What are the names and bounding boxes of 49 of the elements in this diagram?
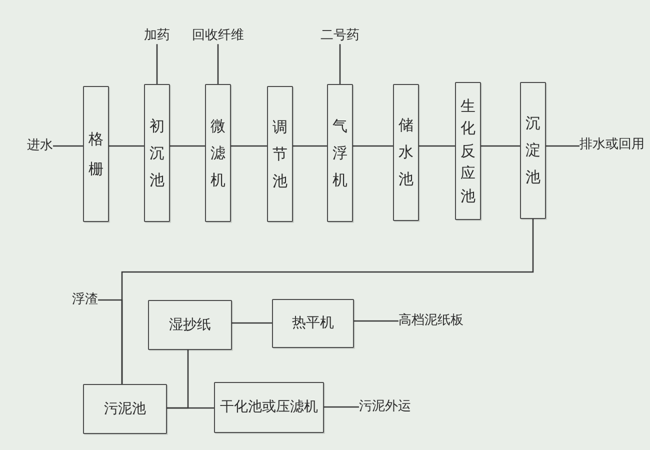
connector-line: [98, 299, 123, 384]
connector-line: [156, 44, 158, 84]
process-name: 调节池: [272, 116, 288, 192]
process-name: 初沉池: [150, 116, 164, 190]
connector-line: [324, 406, 359, 408]
connector-line: [354, 320, 398, 322]
process-box: [327, 84, 353, 222]
process-box: [520, 82, 546, 219]
process-name: 污泥池: [104, 400, 146, 418]
process-box: [205, 84, 231, 222]
process-box: [393, 84, 419, 221]
process-name: 沉淀池: [526, 113, 540, 188]
scum-label: 浮渣: [72, 292, 98, 308]
process-box: [455, 82, 481, 220]
additive-label: 二号药: [320, 28, 360, 44]
process-box: [83, 86, 109, 222]
byproduct-label: 回收纤维: [192, 28, 244, 44]
process-box: [267, 86, 293, 222]
process-name: 格栅: [88, 129, 104, 180]
process-name: 储水池: [398, 115, 414, 190]
connector-line: [167, 407, 214, 409]
connector-line: [53, 145, 83, 147]
connector-line: [217, 44, 219, 84]
output-label: 污泥外运: [359, 398, 411, 416]
connector-line: [546, 145, 580, 147]
connector-line: [231, 145, 267, 147]
process-box: [214, 382, 324, 433]
inlet-label: 进水: [27, 138, 53, 154]
process-name: 气浮机: [332, 116, 348, 190]
process-name: 湿抄纸: [169, 316, 211, 334]
connector-line: [481, 145, 520, 147]
connector-line: [339, 44, 341, 84]
process-name: 生化反应池: [460, 96, 476, 207]
connector-line: [419, 145, 455, 147]
process-box: [148, 300, 232, 350]
process-box: [272, 299, 354, 348]
process-name: 微滤机: [210, 116, 226, 190]
process-box: [83, 384, 167, 434]
connector-line: [293, 145, 327, 147]
process-name: 热平机: [292, 315, 334, 332]
process-box: [144, 84, 170, 222]
process-name: 干化池或压滤机: [220, 399, 318, 416]
connector-line: [170, 145, 205, 147]
connector-line: [109, 145, 144, 147]
additive-label: 加药: [144, 28, 170, 44]
outlet-label: 排水或回用: [580, 136, 644, 154]
connector-line: [353, 145, 393, 147]
product-label: 高档泥纸板: [398, 312, 464, 330]
connector-line: [232, 322, 272, 324]
